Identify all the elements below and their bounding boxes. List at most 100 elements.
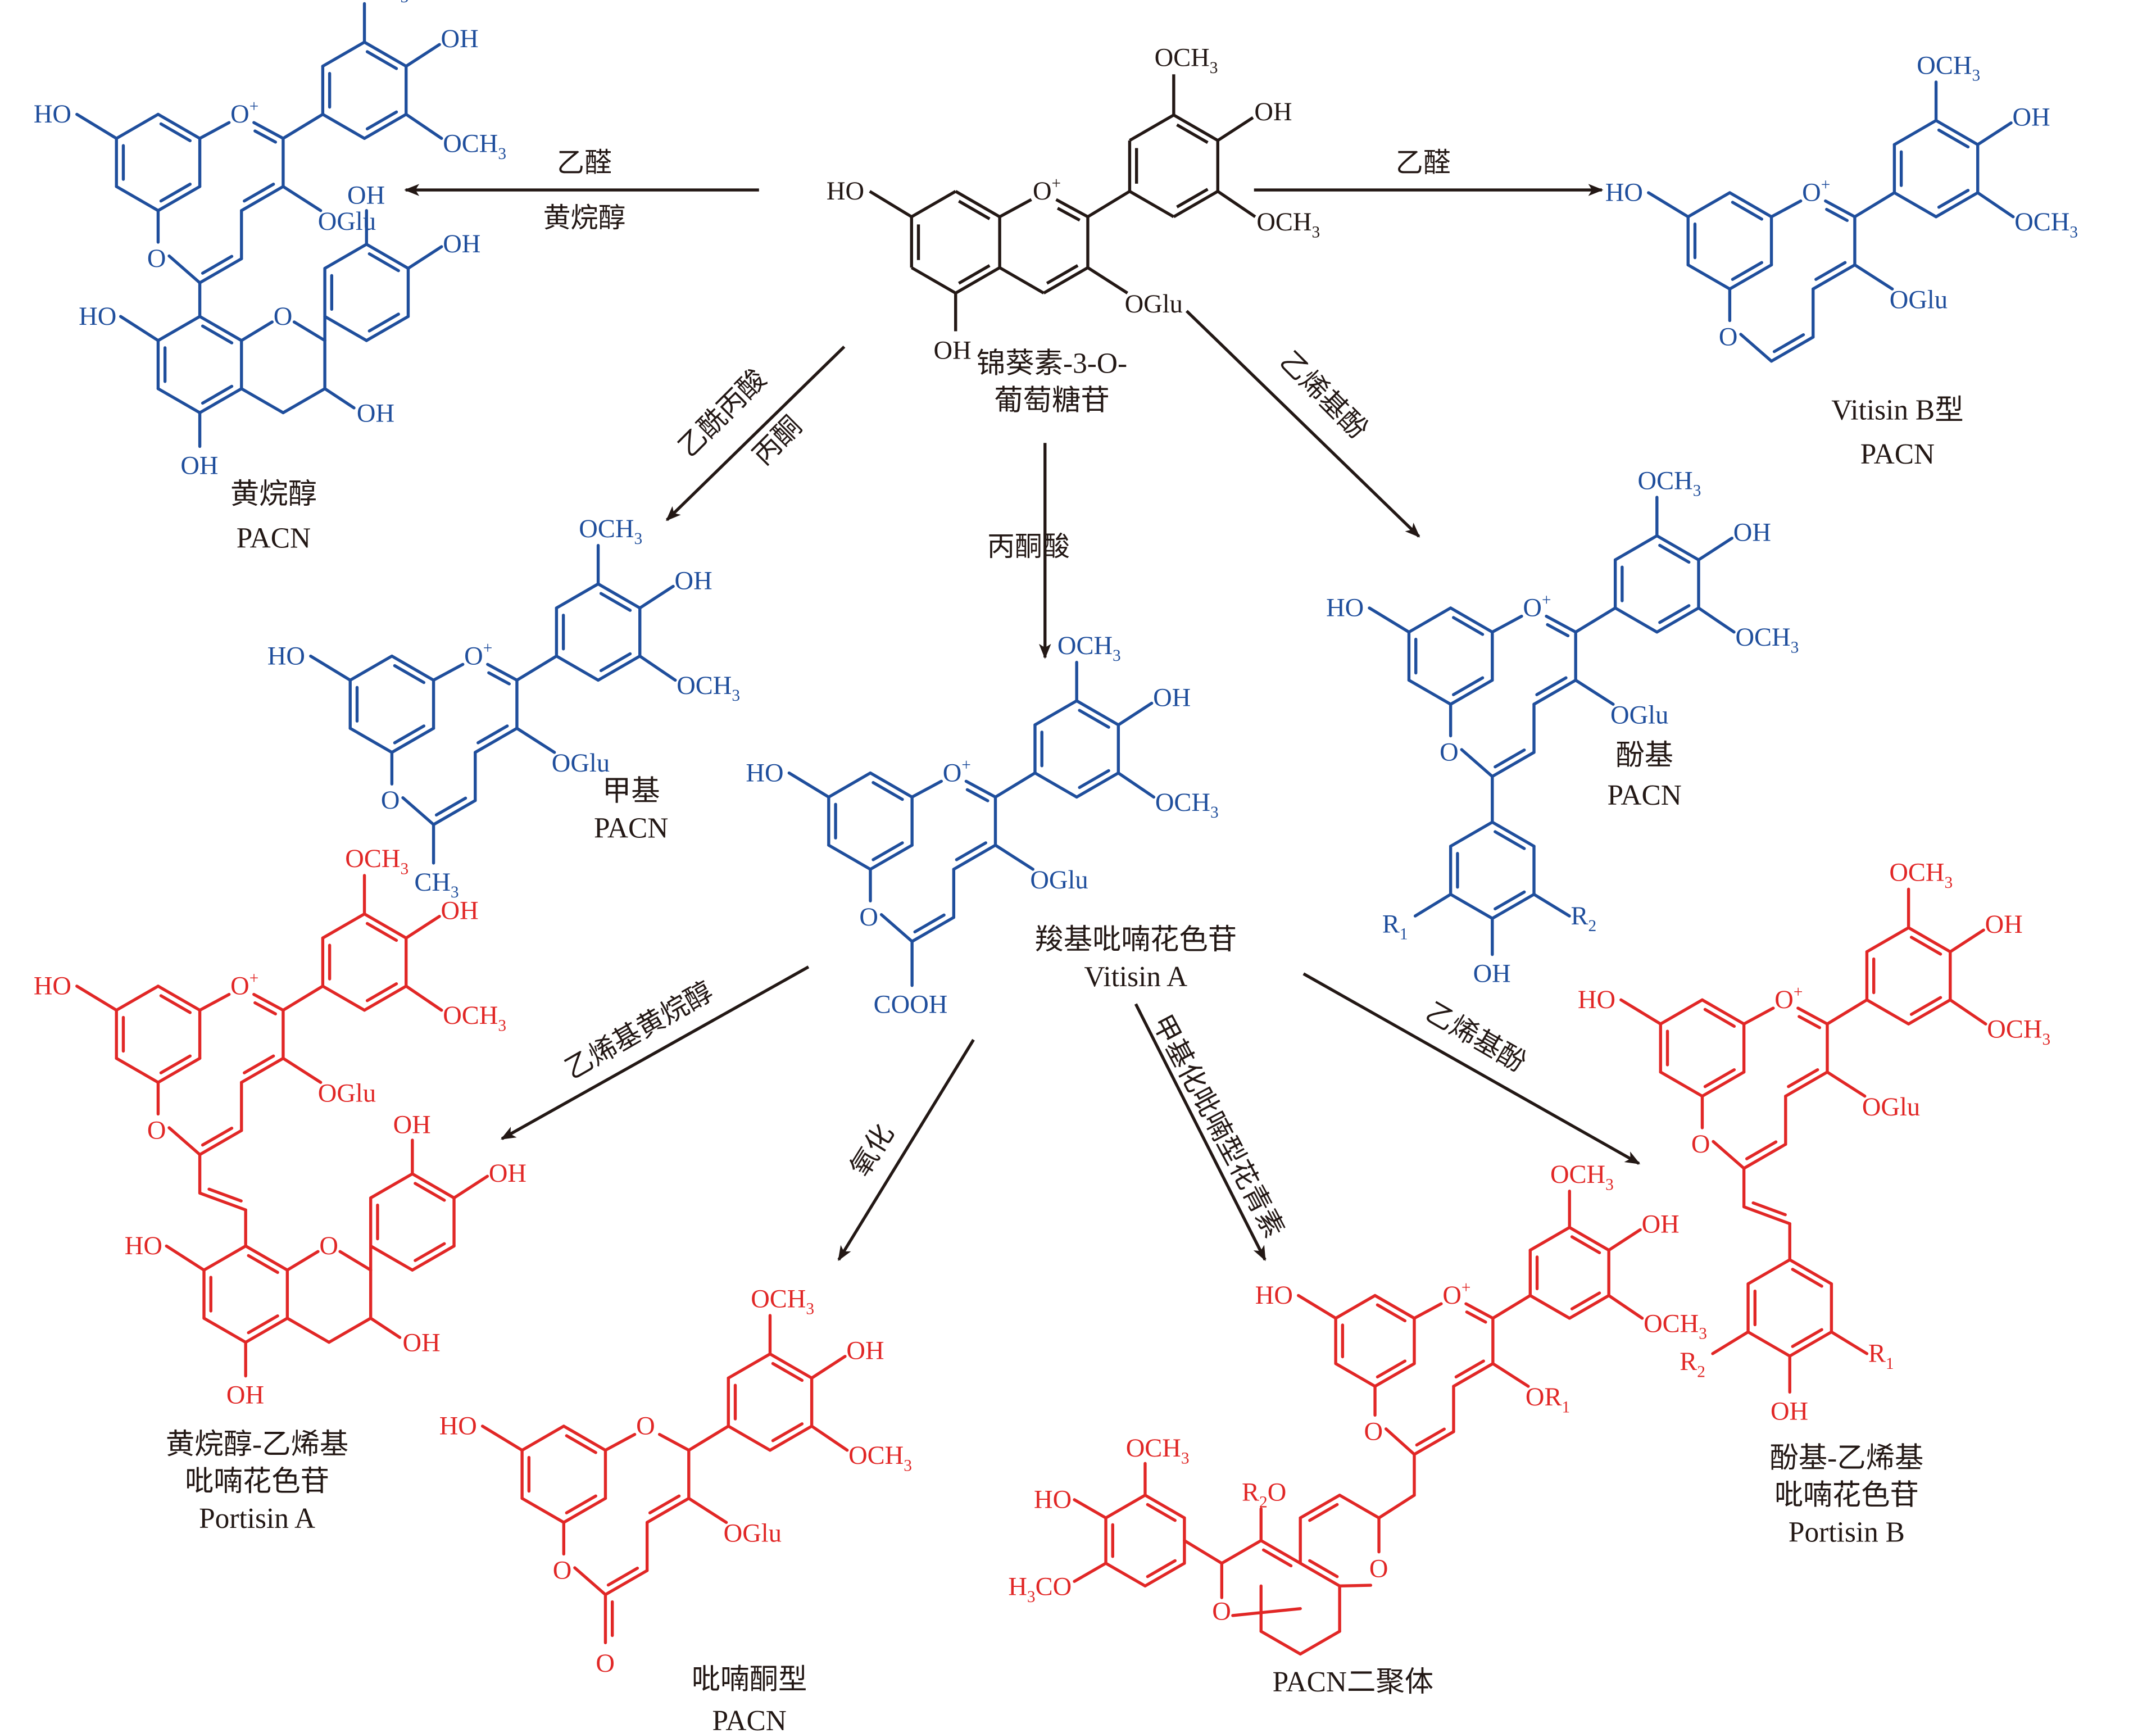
double-bond-inner xyxy=(365,50,398,70)
hydroxyl-label: OH xyxy=(1254,98,1292,126)
double-bond xyxy=(365,315,410,342)
hydroxyl-label: OH xyxy=(934,336,972,365)
bond xyxy=(1173,190,1219,219)
double-bond-inner xyxy=(1415,1427,1446,1447)
double-bond-inner xyxy=(253,129,277,144)
double-bond-inner xyxy=(201,384,234,405)
bond xyxy=(1491,1362,1530,1388)
bond xyxy=(1949,928,1985,954)
double-bond xyxy=(390,727,435,754)
double-bond xyxy=(1700,1070,1746,1098)
glucoside-label: OGlu xyxy=(318,207,376,236)
bond xyxy=(1574,606,1617,634)
bond xyxy=(282,387,326,415)
double-bond-inner xyxy=(414,1182,446,1202)
vitisin-a-caption-line: Vitisin A xyxy=(1084,961,1187,993)
bond xyxy=(1377,1494,1416,1519)
bond xyxy=(1176,123,1209,144)
bond xyxy=(1176,188,1209,208)
double-bond xyxy=(1449,678,1494,706)
double-bond-inner xyxy=(1494,890,1526,911)
methoxy-label: OCH3 xyxy=(1889,859,1953,892)
double-bond-inner xyxy=(247,1314,279,1335)
bond xyxy=(1528,1294,1571,1320)
bond xyxy=(115,112,160,140)
malvidin-caption-line: 葡萄糖苷 xyxy=(994,385,1109,417)
bond xyxy=(1619,998,1662,1026)
double-bond xyxy=(1491,892,1536,920)
hydroxyl-label: HO xyxy=(827,177,864,206)
bond xyxy=(115,185,160,212)
bond xyxy=(292,320,326,342)
hydroxyl-label: OH xyxy=(226,1381,264,1410)
bond xyxy=(1220,1539,1263,1565)
methoxy-label: OCH3 xyxy=(1735,623,1799,656)
bond xyxy=(1384,1427,1416,1456)
double-bond xyxy=(1143,1494,1186,1519)
double-bond xyxy=(1491,820,1536,848)
hydroxyl-label: OH xyxy=(1642,1210,1680,1238)
pyran-oxygen: O xyxy=(1719,323,1738,352)
hydroxyl-label: OH xyxy=(357,399,394,428)
bond xyxy=(369,1244,414,1272)
bond xyxy=(401,796,435,827)
bond xyxy=(998,266,1045,294)
bond xyxy=(285,1317,331,1344)
double-bond xyxy=(362,912,408,940)
double-bond xyxy=(1532,678,1577,706)
bond xyxy=(432,663,465,682)
bond xyxy=(1334,1294,1377,1320)
bond xyxy=(321,912,366,940)
double-bond-inner xyxy=(565,1434,597,1454)
bond xyxy=(955,190,1001,219)
pyranone-pacn-caption-line: 吡喃酮型 xyxy=(692,1663,807,1695)
hydroxyl-label: HO xyxy=(1578,986,1615,1014)
bond xyxy=(1299,1630,1341,1656)
bond xyxy=(321,985,366,1012)
double-bond xyxy=(952,843,997,871)
ring-oxygen: O xyxy=(319,1232,338,1260)
double-bond xyxy=(869,843,914,871)
double-bond-inner xyxy=(599,652,632,673)
pyran-oxygen: O xyxy=(381,786,400,815)
double-bond xyxy=(1259,1539,1302,1565)
double-bond xyxy=(156,185,202,212)
hydroxyl-label: OH xyxy=(2013,103,2050,132)
bond xyxy=(810,1424,849,1452)
double-bond-inner xyxy=(159,1054,192,1074)
bond xyxy=(1129,190,1175,219)
methoxy-label: OCH3 xyxy=(1638,466,1701,500)
double-bond xyxy=(198,1191,247,1212)
bond xyxy=(1449,892,1494,920)
bond xyxy=(285,1250,320,1272)
bond xyxy=(993,843,1034,871)
methoxy-label: OCH3 xyxy=(1987,1015,2050,1049)
reagent-methylpyranoanthocyanin: 甲基化吡喃型花青素 xyxy=(1146,1010,1290,1243)
double-bond-inner xyxy=(159,994,192,1014)
double-bond-inner xyxy=(1146,1559,1177,1578)
double-bond xyxy=(1373,1362,1416,1388)
double-bond-inner xyxy=(1546,623,1570,638)
double-bond xyxy=(1796,1006,1829,1026)
bond xyxy=(810,1355,847,1380)
bond xyxy=(1413,892,1453,918)
bond xyxy=(1033,699,1078,727)
bond xyxy=(240,387,285,415)
double-bond-inner xyxy=(1570,1291,1601,1310)
reagent-acetaldehyde: 乙醛 xyxy=(557,147,612,178)
bond xyxy=(156,387,202,415)
hydroxyl-label: HO xyxy=(1605,179,1643,207)
methoxy-label: OCH3 xyxy=(751,1285,814,1318)
bond xyxy=(1217,190,1256,218)
methoxy-label: OCH3 xyxy=(1644,1309,1707,1342)
double-bond-inner xyxy=(201,324,234,344)
methyl-pacn-caption-line: 甲基 xyxy=(602,775,660,807)
bond xyxy=(1259,1630,1302,1656)
bond xyxy=(1173,114,1219,142)
pyran-oxygen: O xyxy=(553,1557,572,1585)
double-bond-inner xyxy=(434,796,467,817)
hydroxyl-label: HO xyxy=(34,972,71,1001)
bond xyxy=(1407,678,1453,706)
r2-label: R2 xyxy=(1680,1348,1705,1381)
bond xyxy=(165,1244,206,1272)
